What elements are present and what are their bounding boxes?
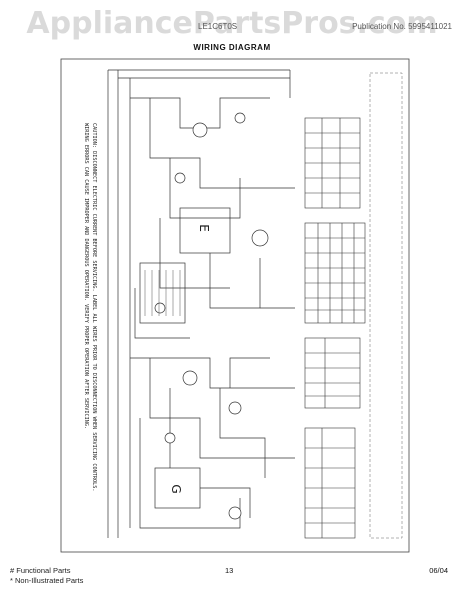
page-number: 13 (225, 566, 234, 575)
legend-lines (144, 270, 181, 316)
right-tables (304, 117, 366, 539)
table-middle (304, 222, 366, 324)
timer-label: G (169, 484, 183, 493)
footer-date: 06/04 (429, 566, 448, 575)
footer-non-illustrated: * Non-Illustrated Parts (10, 576, 84, 585)
wiring-lines (107, 69, 295, 538)
caution-line-2: WIRING ERRORS CAN CAUSE IMPROPER AND DAN… (83, 123, 89, 429)
components (154, 112, 269, 520)
caution-line-1: CAUTION: DISCONNECT ELECTRIC CURRENT BEF… (91, 123, 97, 492)
wiring-diagram: CAUTION: DISCONNECT ELECTRIC CURRENT BEF… (60, 58, 410, 553)
cabinet-outline (369, 72, 403, 539)
page-title: WIRING DIAGRAM (193, 43, 271, 52)
watermark: AppliancePartsPros.com (26, 6, 438, 41)
drive-motor-label: E (197, 224, 211, 232)
diagram-frame (60, 58, 410, 553)
publication-number: Publication No. 5995411021 (352, 22, 452, 31)
footer-functional-parts: # Functional Parts (10, 566, 71, 575)
model-number: LE1C6T0S (198, 22, 238, 31)
table-bottom (304, 427, 356, 539)
table-lower (304, 337, 361, 409)
caution-note: CAUTION: DISCONNECT ELECTRIC CURRENT BEF… (83, 123, 97, 492)
legend-box (139, 262, 186, 324)
